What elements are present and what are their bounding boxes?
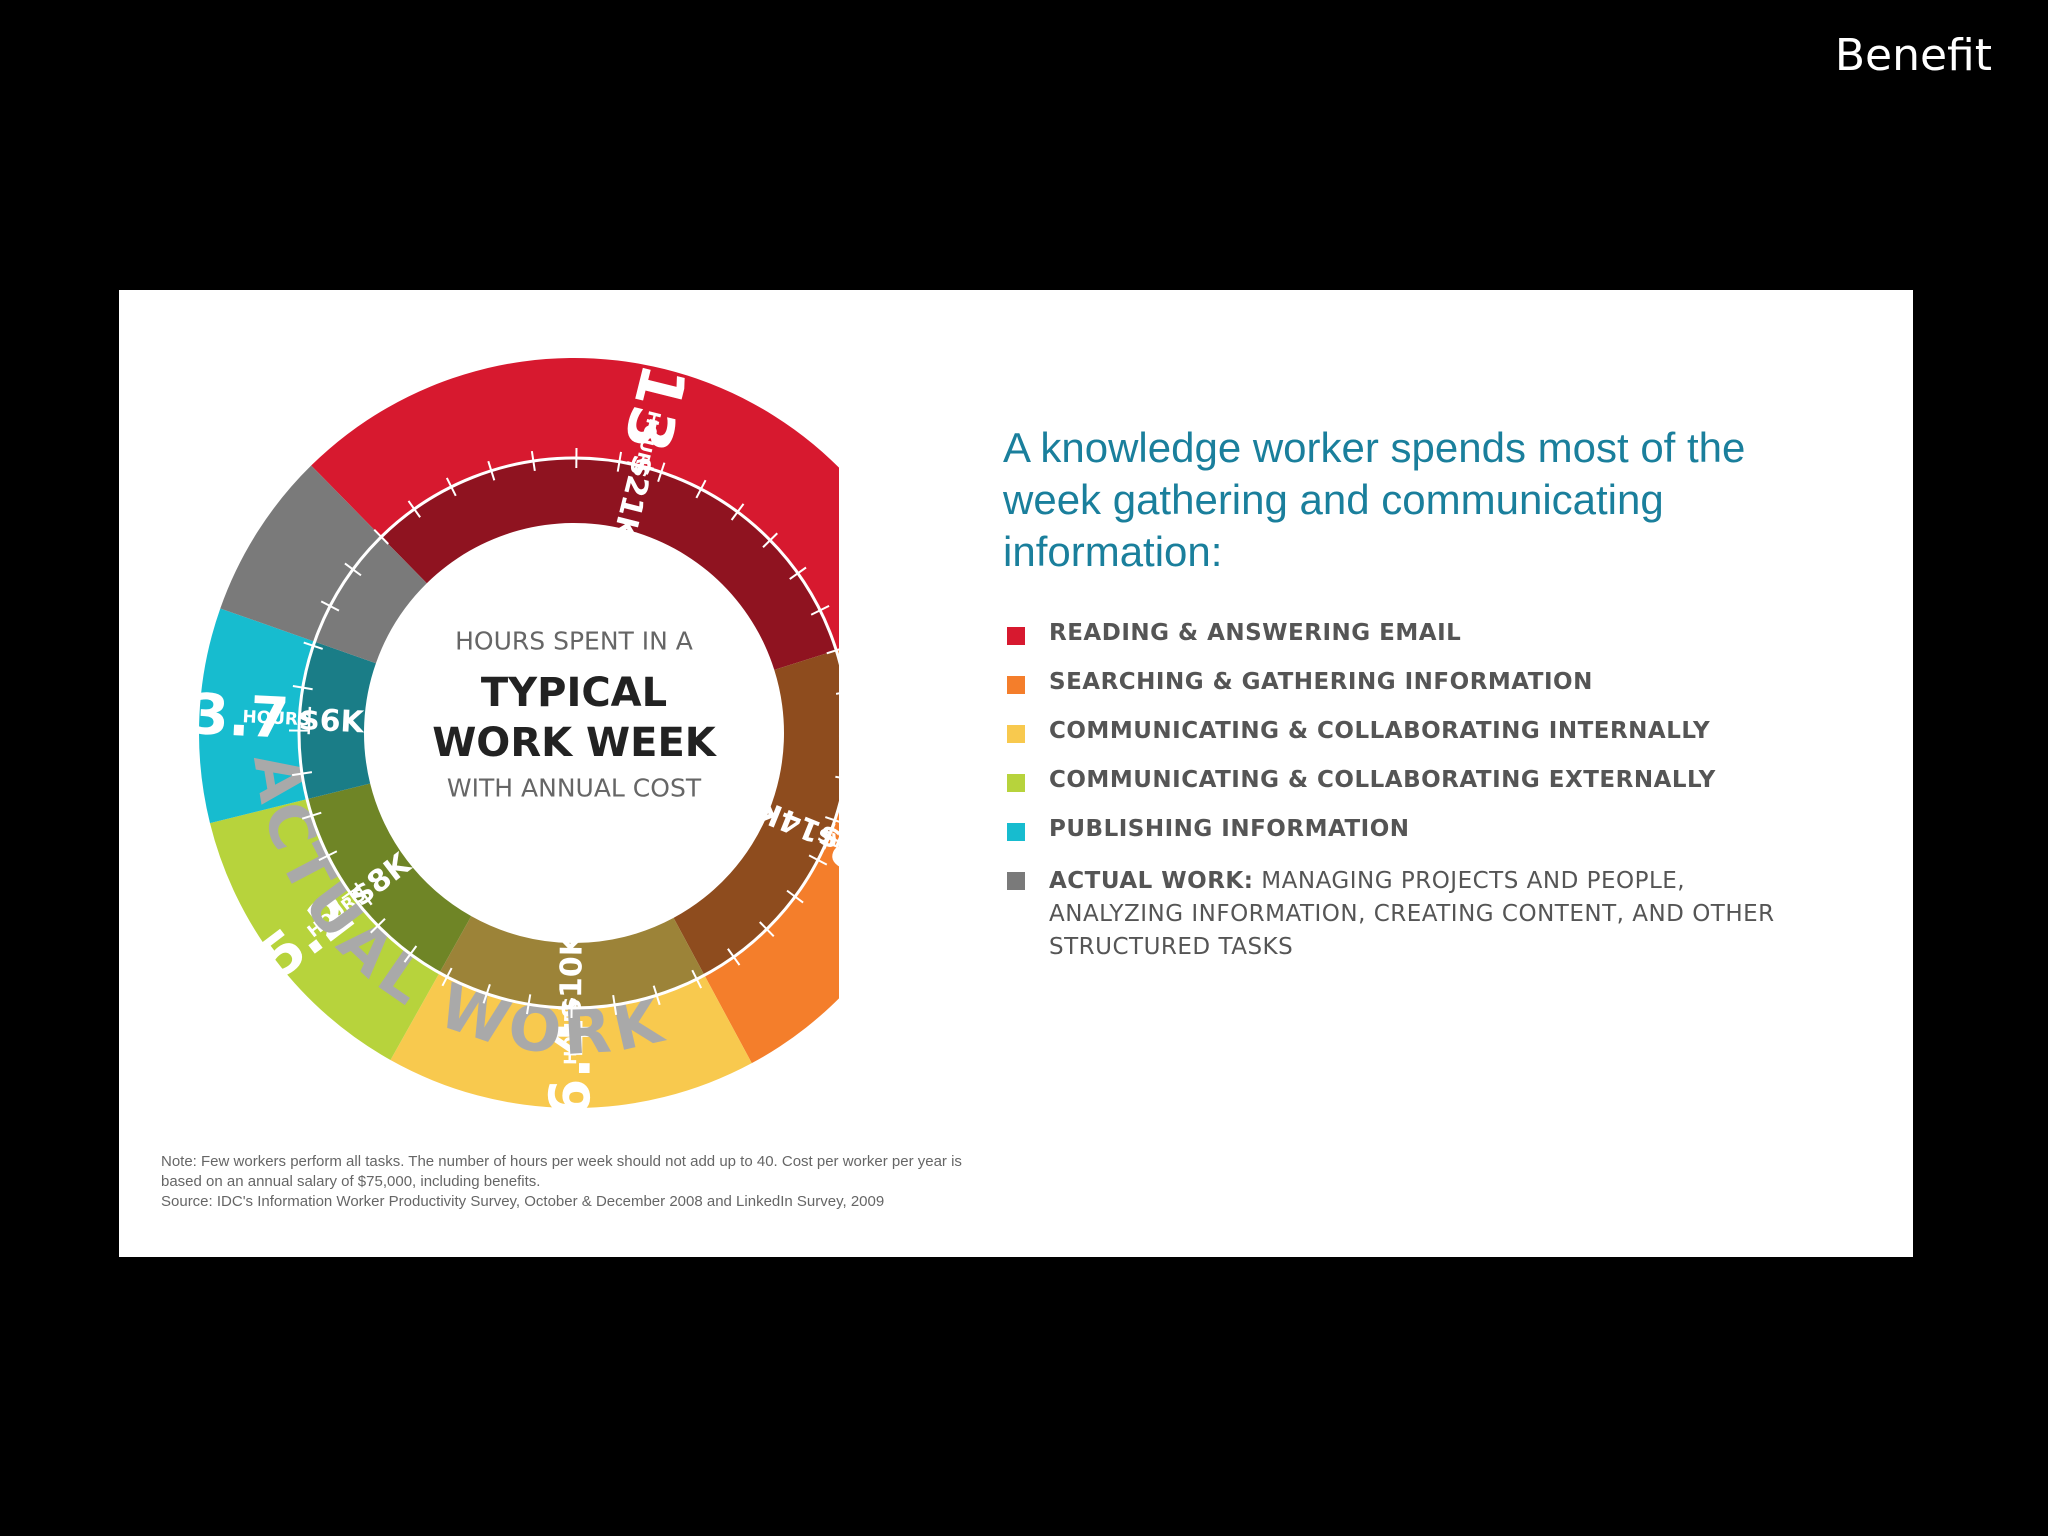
hour-tick: [824, 816, 839, 823]
hour-tick: [652, 985, 661, 1006]
legend-label: READING & ANSWERING EMAIL: [1049, 620, 1462, 646]
hours-unit-label: HOURS: [242, 707, 311, 730]
hour-tick: [835, 775, 839, 779]
hours-unit-label: HOURS: [561, 997, 582, 1065]
hour-tick: [786, 889, 804, 904]
center-title: WORK WEEK: [432, 720, 718, 766]
hours-wedge: [199, 608, 315, 824]
hour-tick: [808, 854, 828, 866]
hour-tick: [292, 684, 313, 691]
legend-text: ACTUAL WORK: MANAGING PROJECTS AND PEOPL…: [1049, 868, 1775, 960]
legend-swatch: [1007, 676, 1025, 694]
center-caption: WITH ANNUAL COST: [447, 774, 702, 803]
hours-label: 6.4: [538, 1018, 604, 1118]
legend-swatch: [1007, 725, 1025, 743]
hour-tick: [487, 460, 496, 481]
donut-chart: 13HOURS$21K8.8HOURS$14K6.4HOURS$10K5.2HO…: [188, 357, 839, 1118]
legend-label: COMMUNICATING & COLLABORATING EXTERNALLY: [1049, 767, 1716, 793]
source-text: Source: IDC's Information Worker Product…: [161, 1193, 885, 1210]
hour-tick: [612, 994, 618, 1016]
cost-wedge: [307, 783, 472, 973]
legend-swatch: [1007, 872, 1025, 890]
hour-tick: [344, 562, 362, 577]
slide-title: Benefit: [1834, 30, 1992, 81]
hour-tick: [373, 529, 389, 545]
hour-tick: [762, 532, 778, 548]
cost-label: $6K: [298, 702, 366, 740]
legend-swatch: [1007, 774, 1025, 792]
hour-tick: [810, 604, 830, 616]
hour-tick: [301, 811, 322, 820]
cost-wedge: [439, 916, 705, 1008]
legend-swatch: [1007, 627, 1025, 645]
hour-tick: [695, 479, 707, 499]
legend-label: ACTUAL WORK:: [1049, 868, 1254, 894]
legend-label: SEARCHING & GATHERING INFORMATION: [1049, 669, 1593, 695]
hours-wedge: [390, 972, 752, 1108]
hour-tick: [403, 945, 418, 963]
hour-tick: [303, 641, 324, 650]
legend: READING & ANSWERING EMAIL SEARCHING & GA…: [1007, 620, 1827, 987]
hour-tick: [320, 600, 340, 612]
legend-item-publishing: PUBLISHING INFORMATION: [1007, 816, 1827, 842]
legend-item-email: READING & ANSWERING EMAIL: [1007, 620, 1827, 646]
legend-item-searching: SEARCHING & GATHERING INFORMATION: [1007, 669, 1827, 695]
hour-tick: [730, 503, 745, 521]
center-title: TYPICAL: [481, 670, 667, 716]
hour-tick: [370, 918, 386, 934]
hour-tick: [789, 566, 807, 580]
hours-wedge: [311, 358, 839, 651]
hour-tick: [407, 500, 421, 518]
hour-tick: [482, 983, 491, 1004]
hour-tick: [445, 477, 457, 497]
legend-detail: MANAGING PROJECTS AND PEOPLE, ANALYZING …: [1049, 868, 1775, 960]
hours-wedge: [209, 799, 440, 1061]
hour-tick: [341, 886, 359, 900]
hour-tick: [291, 771, 313, 777]
hour-tick: [525, 994, 532, 1015]
hour-tick: [616, 451, 623, 472]
hour-tick: [318, 850, 338, 862]
tick-ring: [297, 456, 839, 1010]
actual-work-wedge: [220, 465, 427, 664]
cost-wedge: [381, 457, 837, 670]
hours-wedge: [704, 649, 839, 1064]
hour-tick: [530, 450, 536, 472]
footnotes: Note: Few workers perform all tasks. The…: [161, 1152, 1001, 1212]
center-caption: HOURS SPENT IN A: [455, 627, 693, 656]
hour-tick: [691, 969, 703, 989]
hour-tick: [441, 967, 453, 987]
legend-swatch: [1007, 823, 1025, 841]
hour-tick: [826, 648, 839, 655]
headline: A knowledge worker spends most of the we…: [1003, 424, 1746, 575]
legend-item-actual-work: ACTUAL WORK: MANAGING PROJECTS AND PEOPL…: [1007, 865, 1827, 964]
note-text: Note: Few workers perform all tasks. The…: [161, 1153, 962, 1190]
hour-tick: [727, 948, 741, 966]
hour-tick: [759, 921, 775, 937]
legend-item-internal: COMMUNICATING & COLLABORATING INTERNALLY: [1007, 718, 1827, 744]
legend-label: PUBLISHING INFORMATION: [1049, 816, 1410, 842]
legend-label: COMMUNICATING & COLLABORATING INTERNALLY: [1049, 718, 1711, 744]
hour-tick: [657, 462, 666, 483]
hours-label: 3.7: [188, 682, 290, 752]
cost-wedge: [673, 650, 839, 976]
cost-wedge: [299, 641, 376, 800]
legend-item-external: COMMUNICATING & COLLABORATING EXTERNALLY: [1007, 767, 1827, 793]
